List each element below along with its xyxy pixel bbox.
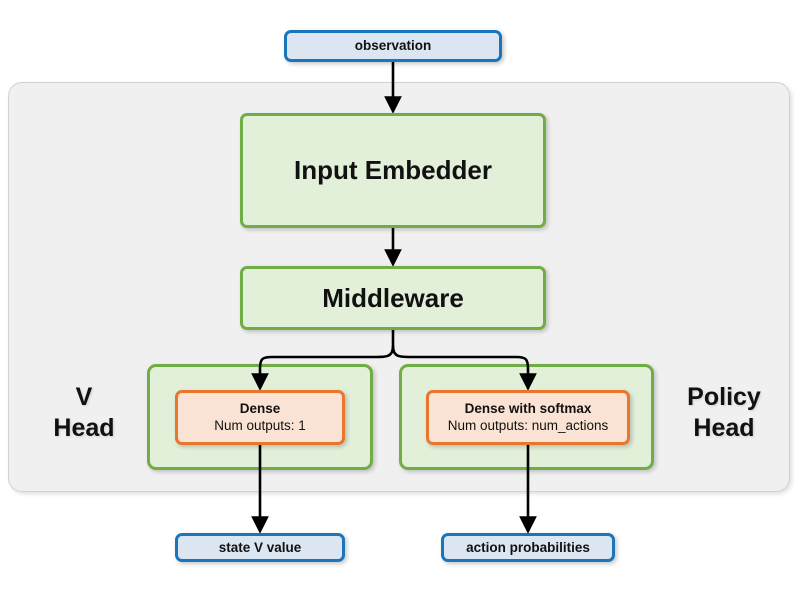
node-action-probabilities[interactable]: action probabilities [441, 533, 615, 562]
v-head-label: V Head [30, 382, 138, 443]
node-dense-v-title: Dense [239, 401, 281, 417]
v-head-label-line1: V [75, 383, 93, 411]
node-dense-policy-subtitle: Num outputs: num_actions [447, 418, 609, 433]
node-observation-label: observation [354, 38, 432, 54]
policy-head-label-line1: Policy [687, 383, 761, 411]
node-middleware[interactable]: Middleware [240, 266, 546, 330]
node-action-probabilities-label: action probabilities [466, 539, 590, 555]
node-input-embedder[interactable]: Input Embedder [240, 113, 546, 228]
node-dense-policy[interactable]: Dense with softmax Num outputs: num_acti… [426, 390, 630, 445]
policy-head-label-line2: Head [693, 413, 755, 442]
node-dense-v[interactable]: Dense Num outputs: 1 [175, 390, 345, 445]
node-observation[interactable]: observation [284, 30, 502, 62]
node-state-v-value-label: state V value [218, 539, 302, 555]
node-middleware-label: Middleware [322, 282, 464, 313]
node-input-embedder-label: Input Embedder [294, 155, 492, 186]
node-dense-policy-title: Dense with softmax [464, 401, 592, 417]
node-dense-v-subtitle: Num outputs: 1 [214, 418, 306, 433]
policy-head-label: Policy Head [663, 382, 785, 443]
v-head-label-line2: Head [53, 413, 115, 442]
node-state-v-value[interactable]: state V value [175, 533, 345, 562]
